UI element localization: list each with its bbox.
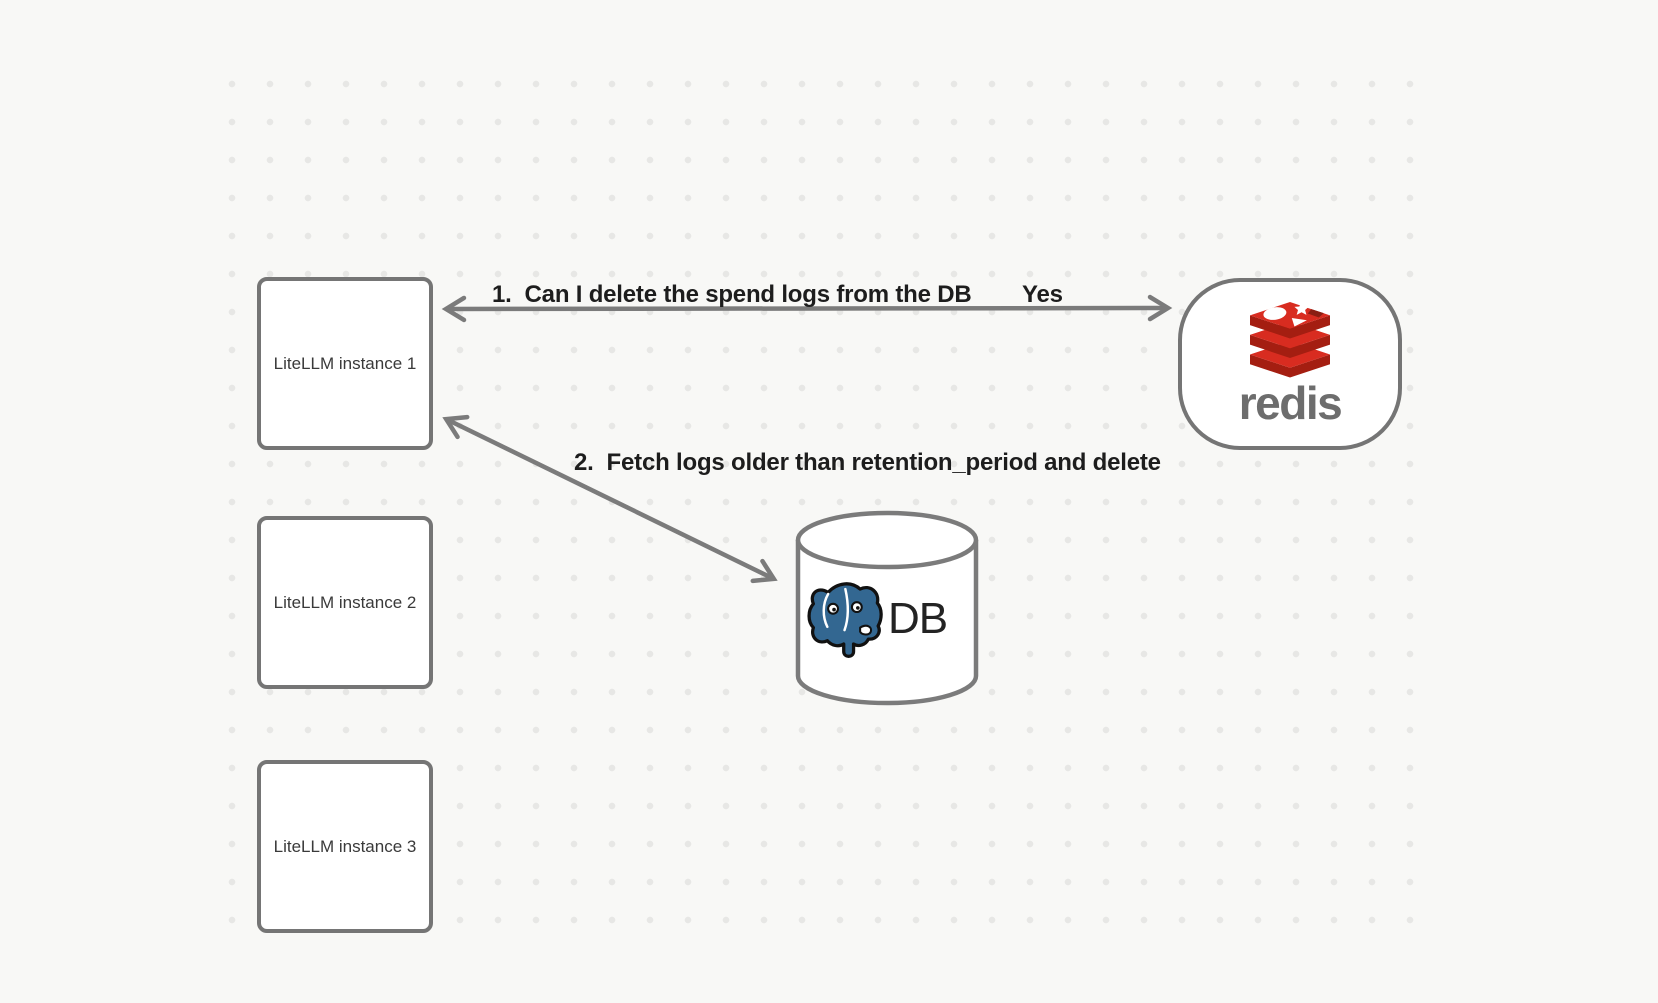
node-litellm-instance-1: LiteLLM instance 1 <box>257 277 433 450</box>
node-label: LiteLLM instance 3 <box>273 836 417 856</box>
database-label: DB <box>888 594 948 643</box>
node-label: LiteLLM instance 1 <box>273 353 417 373</box>
database-cylinder <box>795 510 979 706</box>
node-litellm-instance-2: LiteLLM instance 2 <box>257 516 433 689</box>
edge-1-label: 1. Can I delete the spend logs from the … <box>492 281 972 308</box>
postgresql-elephant-icon <box>807 582 883 658</box>
edge-2-label: 2. Fetch logs older than retention_perio… <box>574 449 1161 476</box>
node-redis: redis <box>1178 278 1402 450</box>
node-litellm-instance-3: LiteLLM instance 3 <box>257 760 433 933</box>
redis-wordmark: redis <box>1238 377 1343 429</box>
redis-stack-icon <box>1250 302 1330 378</box>
node-database: DB <box>806 575 948 663</box>
edge-1-response-label: Yes <box>1022 281 1063 308</box>
node-label: LiteLLM instance 2 <box>273 592 417 612</box>
